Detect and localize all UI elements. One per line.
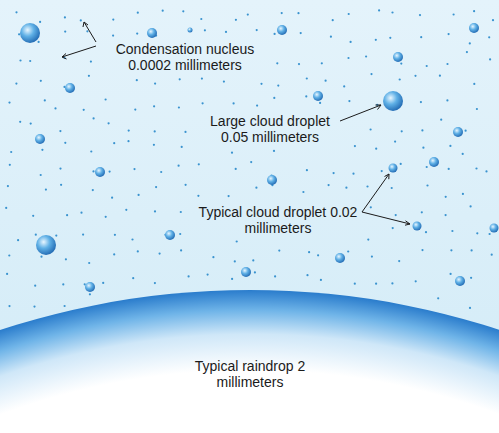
leader-lines (62, 22, 410, 225)
callout-label: Condensation nucleus 0.0002 millimeters (100, 41, 270, 73)
condensation-nuclei (5, 9, 494, 309)
callout-label: Typical cloud droplet 0.02 millimeters (198, 204, 358, 236)
callout-label: Large cloud droplet 0.05 millimeters (196, 113, 344, 145)
raindrop-label: Typical raindrop 2 millimeters (192, 358, 308, 390)
cloud-droplets (20, 23, 499, 292)
raindrop: Typical raindrop 2 millimeters (0, 290, 499, 433)
